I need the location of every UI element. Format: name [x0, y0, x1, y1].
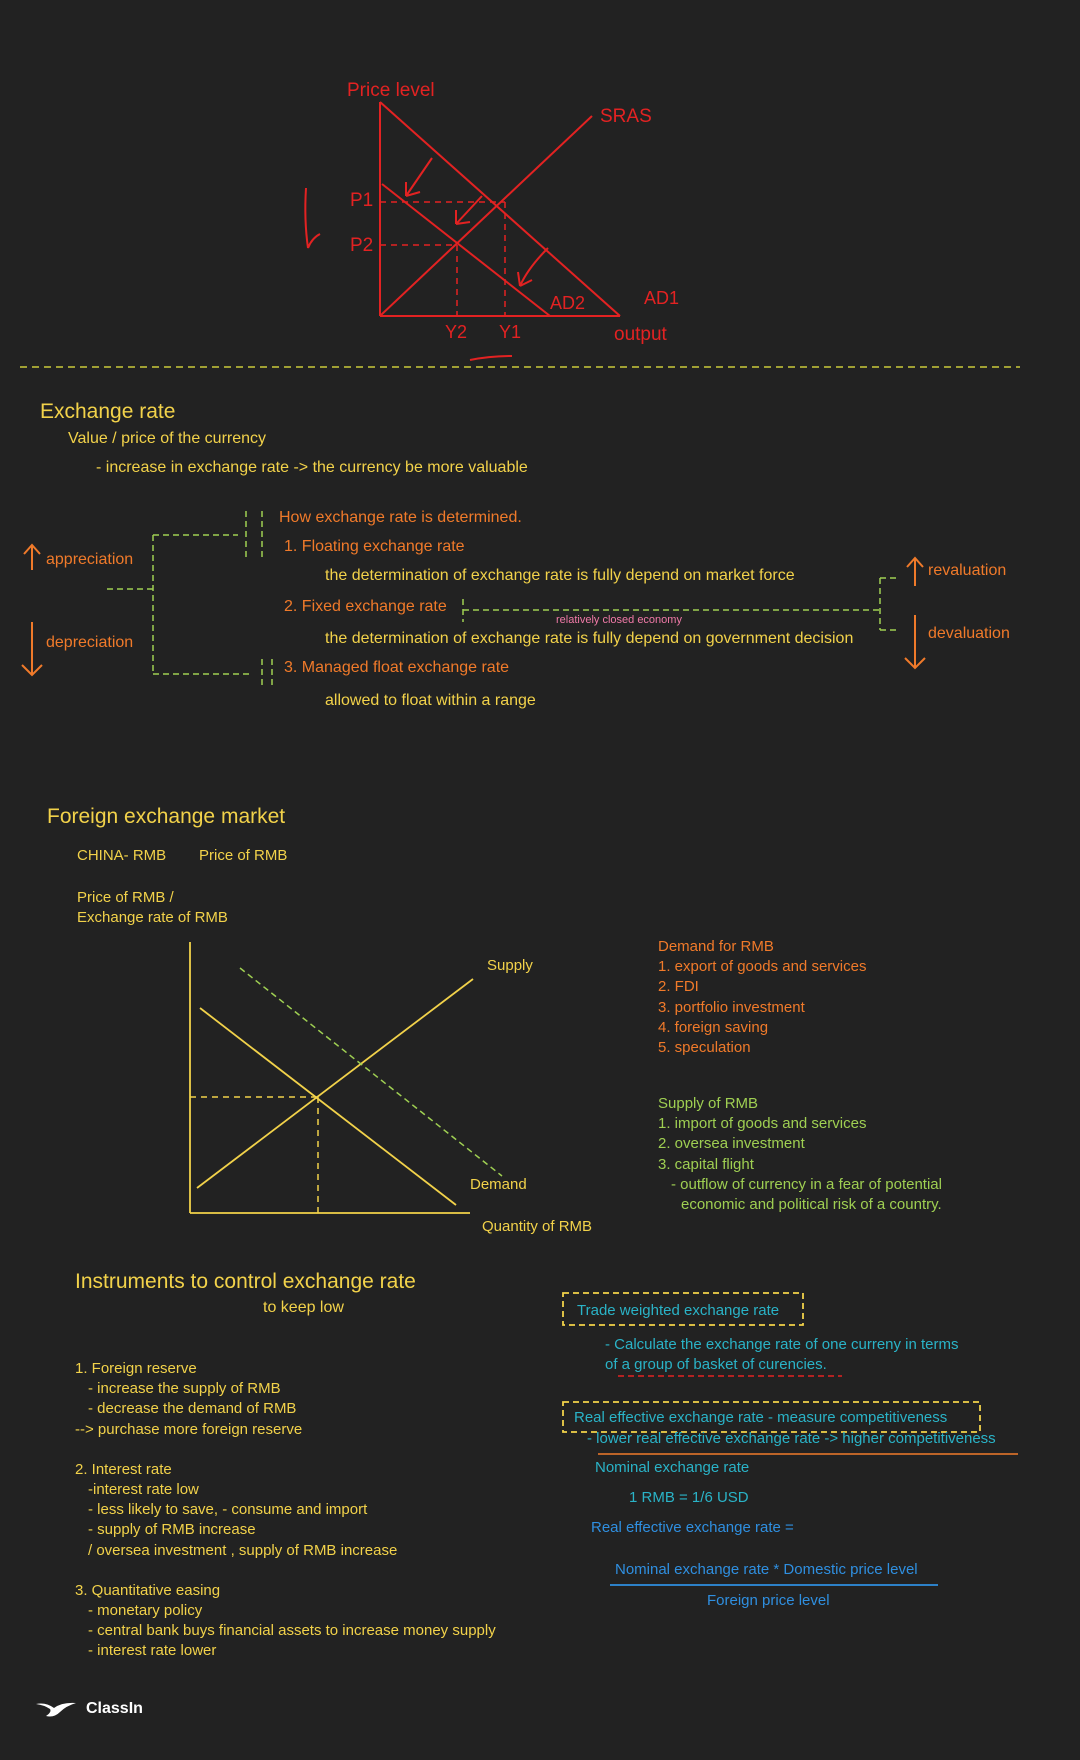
fixed-rate-note: relatively closed economy	[556, 614, 682, 626]
list-item: 3. capital flight	[658, 1155, 754, 1173]
appreciation-up-arrow-icon	[23, 543, 41, 570]
list-item: - outflow of currency in a fear of poten…	[671, 1175, 942, 1193]
classin-logo: ClassIn	[36, 1700, 143, 1718]
devaluation-down-arrow-icon	[904, 615, 926, 670]
reer-note: - lower real effective exchange rate -> …	[587, 1430, 996, 1447]
p2-label: P2	[350, 235, 374, 256]
sras-label: SRAS	[600, 106, 652, 127]
exchange-rate-note: - increase in exchange rate -> the curre…	[96, 459, 528, 476]
price-rmb-label: Price of RMB	[199, 847, 288, 864]
twer-desc-1: - Calculate the exchange rate of one cur…	[605, 1336, 959, 1353]
twer-desc-2: of a group of basket of curencies.	[605, 1356, 827, 1373]
fx-y-axis-label-2: Exchange rate of RMB	[77, 909, 228, 926]
shift-arrow-icon	[517, 247, 549, 287]
list-item: / oversea investment , supply of RMB inc…	[88, 1541, 398, 1559]
nominal-example: 1 RMB = 1/6 USD	[629, 1489, 749, 1506]
fixed-rate-title: 2. Fixed exchange rate	[284, 598, 447, 615]
shift-arrow-icon	[455, 195, 483, 225]
instruments-subtitle: to keep low	[263, 1299, 344, 1316]
ad1-curve	[379, 101, 621, 317]
devaluation-label: devaluation	[928, 625, 1010, 642]
brand-name: ClassIn	[86, 1700, 143, 1717]
ad1-label: AD1	[644, 288, 680, 308]
list-item: 2. FDI	[658, 978, 699, 996]
price-down-arrow-icon	[304, 187, 321, 249]
china-rmb-label: CHINA- RMB	[77, 847, 167, 864]
managed-float-title: 3. Managed float exchange rate	[284, 659, 510, 676]
depreciation-label: depreciation	[46, 634, 134, 651]
fx-y-axis-label-1: Price of RMB /	[77, 889, 174, 906]
fx-x-axis-label: Quantity of RMB	[482, 1218, 593, 1235]
fx-market-title: Foreign exchange market	[47, 805, 286, 828]
twer-title: Trade weighted exchange rate	[577, 1302, 780, 1319]
formula-denominator: Foreign price level	[707, 1592, 830, 1609]
y2-label: Y2	[445, 322, 468, 342]
list-item: -interest rate low	[88, 1481, 199, 1499]
fx-demand-label: Demand	[470, 1176, 527, 1193]
revaluation-label: revaluation	[928, 562, 1007, 579]
list-item: 3. Quantitative easing	[75, 1581, 221, 1599]
fx-demand-curve	[199, 1007, 457, 1206]
reer-box	[562, 1401, 981, 1433]
list-item: 3. portfolio investment	[658, 998, 805, 1016]
list-item: - decrease the demand of RMB	[88, 1400, 297, 1418]
list-item: 1. import of goods and services	[658, 1115, 867, 1133]
sras-curve	[379, 115, 593, 317]
list-item: - interest rate lower	[88, 1642, 217, 1660]
reer-title: Real effective exchange rate - measure c…	[574, 1409, 948, 1426]
supply-of-rmb-list: Supply of RMB 1. import of goods and ser…	[658, 1094, 942, 1215]
output-axis-label: output	[614, 324, 667, 345]
price-axis-label: Price level	[347, 80, 435, 101]
list-item: 2. oversea investment	[658, 1135, 805, 1153]
fx-supply-label: Supply	[487, 957, 533, 974]
fixed-rate-desc: the determination of exchange rate is fu…	[325, 630, 854, 647]
fx-supply-curve	[196, 978, 474, 1189]
list-item: - supply of RMB increase	[88, 1521, 256, 1539]
list-item: economic and political risk of a country…	[681, 1196, 942, 1214]
classin-bird-icon	[36, 1702, 76, 1717]
shift-arrow-icon	[405, 157, 433, 197]
twer-box	[562, 1292, 804, 1326]
p1-label: P1	[350, 190, 374, 211]
supply-of-rmb-title: Supply of RMB	[658, 1095, 759, 1112]
instruments-list: 1. Foreign reserve - increase the supply…	[75, 1359, 496, 1662]
list-item: - central bank buys financial assets to …	[88, 1622, 496, 1640]
reer-formula-label: Real effective exchange rate =	[591, 1519, 794, 1536]
list-item: - increase the supply of RMB	[88, 1380, 281, 1398]
list-item: 4. foreign saving	[658, 1018, 769, 1036]
list-item: - monetary policy	[88, 1602, 203, 1620]
list-item: - less likely to save, - consume and imp…	[88, 1501, 368, 1519]
exchange-rate-definition: Value / price of the currency	[68, 430, 267, 447]
demand-for-rmb-title: Demand for RMB	[658, 938, 774, 955]
y1-label: Y1	[499, 322, 522, 342]
list-item: 1. export of goods and services	[658, 958, 867, 976]
appreciation-label: appreciation	[46, 551, 134, 568]
list-item: 2. Interest rate	[75, 1460, 172, 1478]
nominal-title: Nominal exchange rate	[595, 1459, 750, 1476]
fx-demand-shift-curve	[239, 967, 503, 1177]
list-item: 1. Foreign reserve	[75, 1360, 197, 1377]
revaluation-up-arrow-icon	[906, 556, 924, 586]
demand-for-rmb-list: Demand for RMB 1. export of goods and se…	[658, 937, 866, 1058]
ad2-curve	[381, 183, 551, 317]
depreciation-down-arrow-icon	[21, 622, 43, 677]
underline-mark	[469, 355, 513, 361]
floating-rate-title: 1. Floating exchange rate	[284, 538, 465, 555]
formula-numerator: Nominal exchange rate * Domestic price l…	[615, 1561, 918, 1578]
how-determined-heading: How exchange rate is determined.	[279, 509, 522, 526]
instruments-title: Instruments to control exchange rate	[75, 1270, 416, 1293]
list-item: --> purchase more foreign reserve	[75, 1420, 303, 1438]
ad2-label: AD2	[550, 293, 586, 313]
exchange-rate-title: Exchange rate	[40, 400, 176, 423]
list-item: 5. speculation	[658, 1039, 751, 1057]
floating-rate-desc: the determination of exchange rate is fu…	[325, 567, 795, 584]
managed-float-desc: allowed to float within a range	[325, 692, 536, 709]
